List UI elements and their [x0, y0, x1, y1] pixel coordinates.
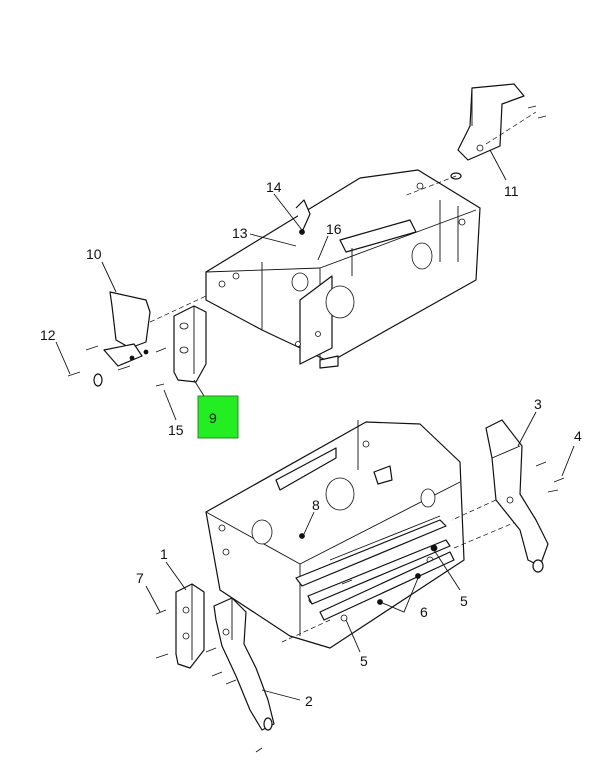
- leader-1: [165, 561, 187, 591]
- callout-4: 4: [574, 428, 582, 444]
- callout-11: 11: [504, 183, 519, 199]
- callout-12: 12: [40, 327, 56, 343]
- callout-14: 14: [266, 179, 282, 195]
- leader-10: [101, 261, 117, 293]
- part-2-bracket: [213, 597, 275, 731]
- callout-15: 15: [168, 422, 184, 438]
- leader-lines: [55, 149, 575, 701]
- callout-3: 3: [534, 396, 542, 412]
- callout-7: 7: [136, 570, 144, 586]
- callout-1: 1: [160, 546, 168, 562]
- part-11-bracket: [403, 83, 547, 197]
- callout-10: 10: [86, 246, 102, 262]
- leader-4: [561, 445, 575, 477]
- callout-8: 8: [312, 497, 320, 513]
- part-9-cover: [173, 305, 207, 383]
- part-14-lever: [295, 199, 311, 235]
- leader-13: [249, 233, 297, 247]
- leader-9: [193, 379, 205, 397]
- leader-14: [273, 193, 303, 231]
- part-3-bracket: [451, 419, 549, 573]
- part-4-bolts: [535, 461, 565, 493]
- lower-shafts: [281, 515, 531, 643]
- callout-13: 13: [232, 225, 248, 241]
- callout-2: 2: [305, 693, 313, 709]
- callout-9: 9: [209, 410, 217, 426]
- part-10-bracket: [93, 291, 207, 387]
- leader-12: [55, 341, 71, 375]
- leader-7: [145, 585, 161, 613]
- leader-5a: [345, 619, 361, 653]
- part-15-bolt: [155, 383, 165, 387]
- lower-assembly: [155, 419, 565, 753]
- leader-3: [517, 411, 537, 447]
- callout-6: 6: [420, 604, 428, 620]
- leader-16: [317, 235, 329, 261]
- leader-6: [379, 577, 419, 613]
- upper-frame: [205, 169, 481, 369]
- lower-frame: [205, 420, 465, 649]
- leader-5b: [433, 549, 461, 591]
- part-8-fastener: [299, 533, 305, 539]
- leader-11: [489, 149, 507, 181]
- part-7-bolt: [155, 579, 353, 753]
- part-1-cover: [175, 583, 205, 669]
- upper-assembly: [67, 83, 547, 387]
- leader-2: [261, 689, 301, 701]
- leader-15: [163, 389, 177, 421]
- part-12-bolts: [67, 345, 167, 377]
- leader-8: [303, 511, 315, 535]
- callout-labels: 14 13 16 11 10 12 9 15 3 4 8 5 6 5 1 7 2: [40, 179, 582, 709]
- callout-5a: 5: [360, 653, 368, 669]
- callout-5b: 5: [460, 593, 468, 609]
- highlight-box: [197, 395, 239, 439]
- callout-16: 16: [326, 221, 342, 237]
